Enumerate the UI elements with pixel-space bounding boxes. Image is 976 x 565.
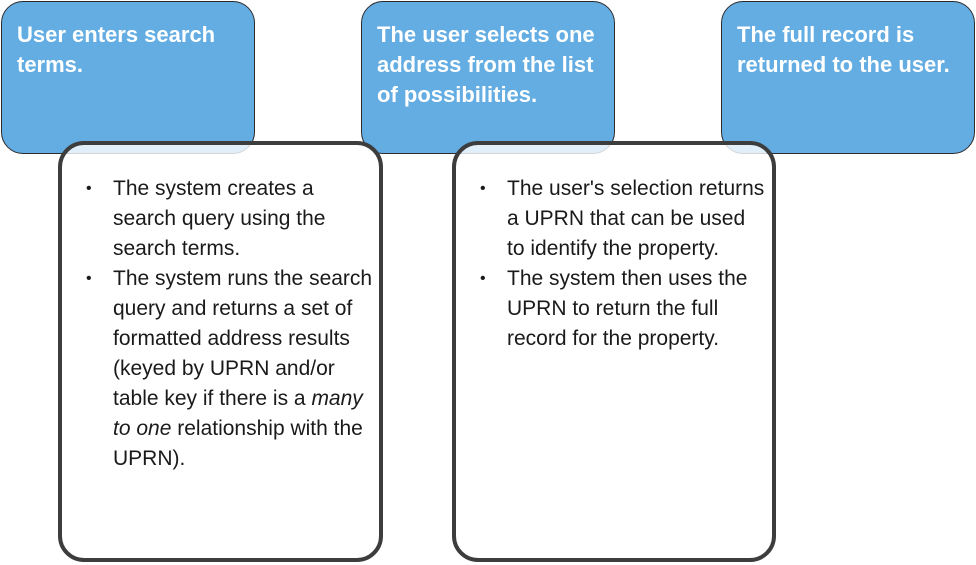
detail-box-search: • The system creates a search query usin…	[58, 141, 383, 562]
bullet-item: • The system then uses the UPRN to retur…	[456, 264, 772, 354]
bullet-text-italic: many to one	[113, 387, 363, 440]
bullet-icon: •	[86, 270, 92, 287]
bullet-item: • The system runs the search query and r…	[62, 264, 379, 474]
bullet-text-start: The system runs the search query and ret…	[113, 267, 373, 410]
bullet-text-end: relationship with the UPRN).	[113, 417, 363, 470]
bullet-list: • The system creates a search query usin…	[62, 145, 379, 474]
bullet-icon: •	[480, 270, 486, 287]
step-label: The full record is returned to the user.	[737, 22, 950, 77]
bullet-text: The system then uses the UPRN to return …	[507, 267, 748, 350]
step-label: User enters search terms.	[17, 22, 216, 77]
bullet-icon: •	[480, 180, 486, 197]
bullet-item: • The user's selection returns a UPRN th…	[456, 174, 772, 264]
step-box-enter-search: User enters search terms.	[1, 1, 255, 154]
detail-box-selection: • The user's selection returns a UPRN th…	[452, 141, 776, 562]
bullet-text: The user's selection returns a UPRN that…	[507, 177, 765, 260]
bullet-list: • The user's selection returns a UPRN th…	[456, 145, 772, 354]
step-label: The user selects one address from the li…	[377, 22, 595, 107]
bullet-text: The system creates a search query using …	[113, 177, 326, 260]
bullet-icon: •	[86, 180, 92, 197]
step-box-return-record: The full record is returned to the user.	[721, 1, 975, 154]
step-box-select-address: The user selects one address from the li…	[361, 1, 615, 154]
bullet-item: • The system creates a search query usin…	[62, 174, 379, 264]
